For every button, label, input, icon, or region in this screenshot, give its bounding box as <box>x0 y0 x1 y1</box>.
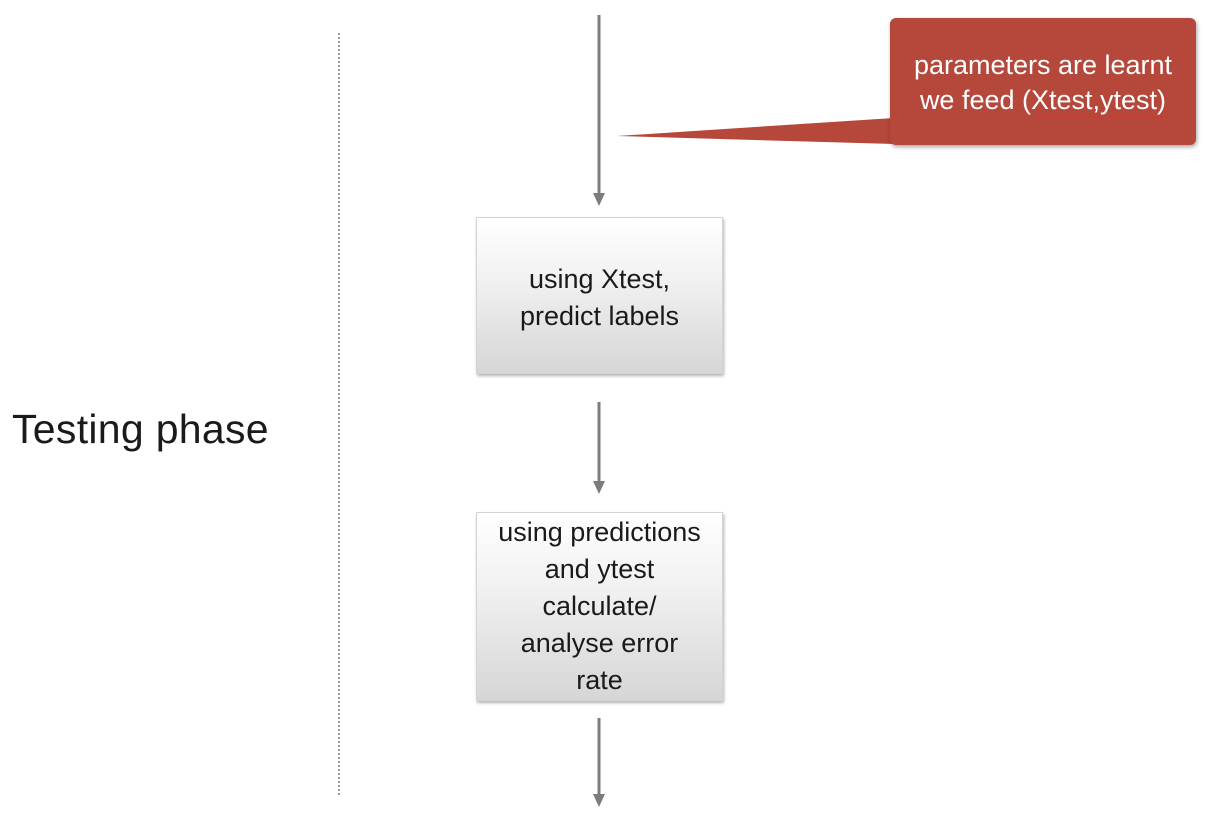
step-box-error-rate: using predictions and ytest calculate/ a… <box>476 512 723 701</box>
phase-label: Testing phase <box>12 406 269 452</box>
callout-body <box>890 18 1196 145</box>
step-box-predict-labels: using Xtest, predict labels <box>476 217 723 374</box>
step-text-predict-labels: using Xtest, predict labels <box>519 263 680 331</box>
callout-text: parameters are learnt we feed (Xtest,yte… <box>913 50 1173 115</box>
callout-shape <box>617 18 1196 145</box>
callout-pointer <box>617 118 893 144</box>
phase-divider <box>338 33 340 795</box>
arrow-into-predict <box>593 15 605 206</box>
step-text-error-rate: using predictions and ytest calculate/ a… <box>498 517 701 695</box>
arrow-predict-to-error <box>593 402 605 494</box>
arrow-out-of-error <box>593 718 605 807</box>
